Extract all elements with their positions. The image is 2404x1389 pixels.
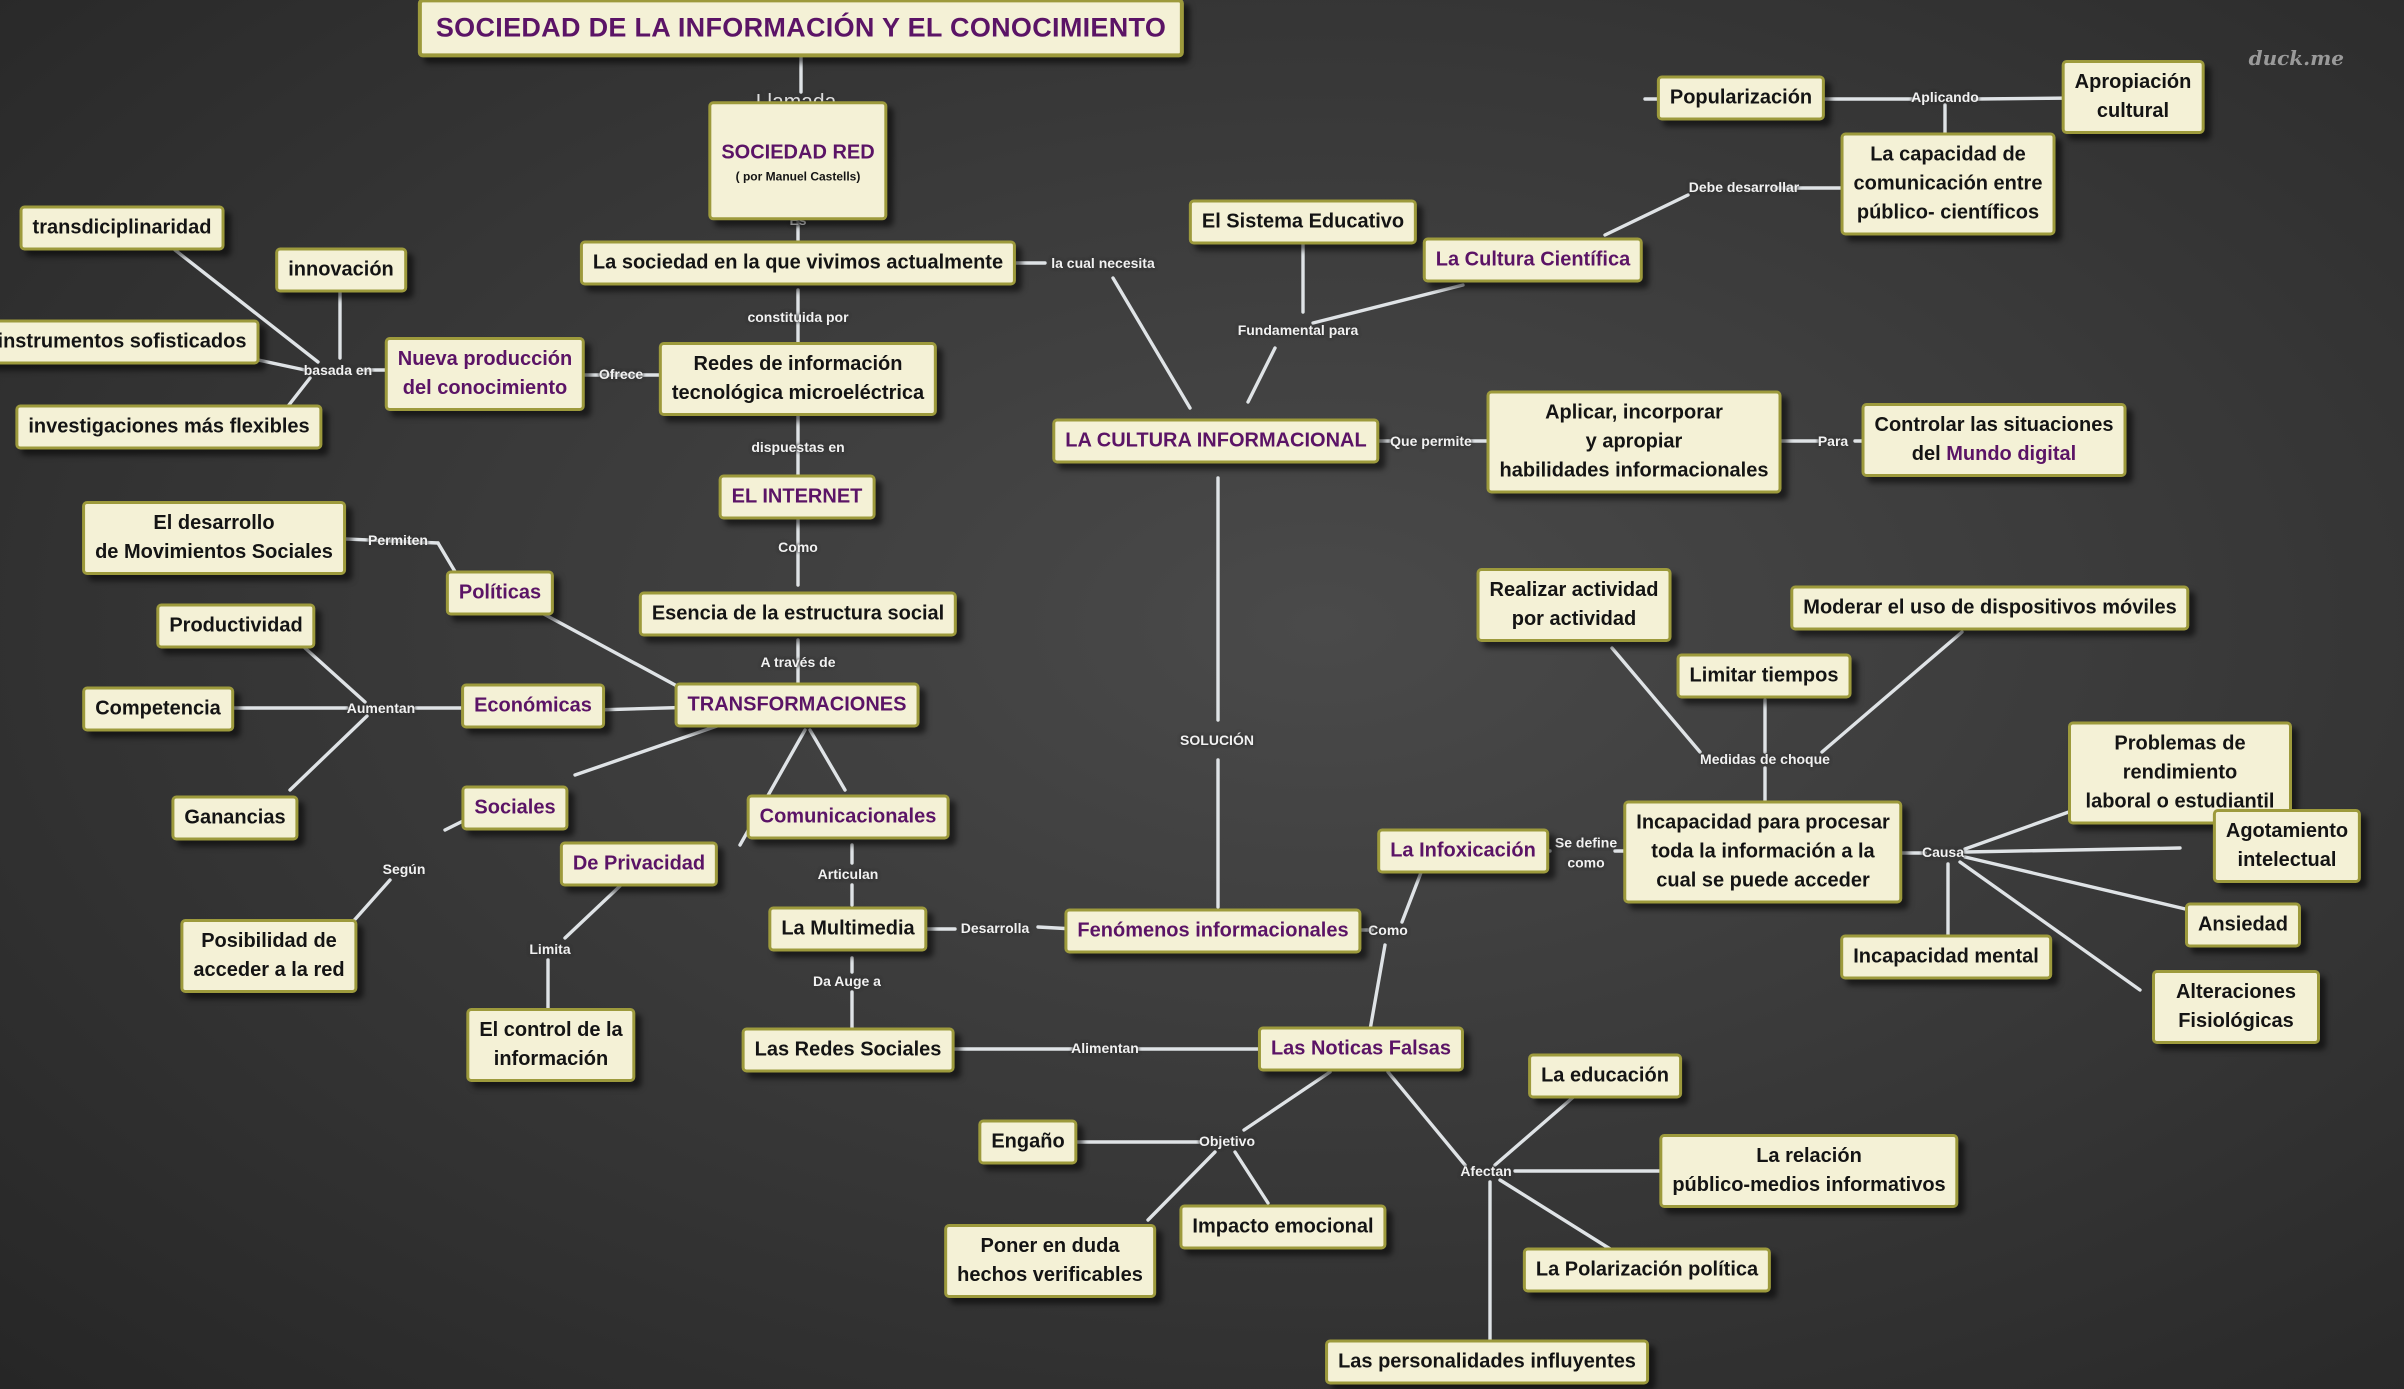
node-impacto-emocional[interactable]: Impacto emocional [1179,1204,1387,1250]
link-label-articulan: Articulan [817,866,879,883]
node-competencia[interactable]: Competencia [82,686,234,732]
link-label-limita: Limita [529,941,571,958]
link-label-basada-en: basada en [303,362,373,379]
link-label-objetivo: Objetivo [1198,1133,1256,1150]
link-label-debe-desarrollar: Debe desarrollar [1688,179,1800,196]
node-sociales[interactable]: Sociales [461,785,569,831]
node-sistema-educativo[interactable]: El Sistema Educativo [1188,199,1418,245]
node-innovacion[interactable]: innovación [275,247,407,293]
link-label-desarrolla: Desarrolla [960,920,1030,937]
link-label-se-define-como: Se define como [1554,834,1618,870]
node-movimientos-sociales[interactable]: El desarrollo de Movimientos Sociales [82,501,346,575]
node-sociedad-red[interactable]: SOCIEDAD RED ( por Manuel Castells) [708,101,888,221]
watermark-logo: duck.me [2248,46,2344,70]
node-infoxicacion[interactable]: La Infoxicación [1377,828,1549,874]
node-comunicacionales[interactable]: Comunicacionales [746,794,950,840]
link-label-permiten: Permiten [368,532,428,549]
link-label-solucion: SOLUCIÓN [1180,732,1254,749]
node-la-educacion[interactable]: La educación [1528,1053,1682,1099]
node-cultura-informacional[interactable]: LA CULTURA INFORMACIONAL [1052,418,1380,464]
link-label-ofrece: Ofrece [598,366,644,383]
link-label-causa: Causa [1921,844,1965,861]
link-label-a-traves-de: A través de [760,654,836,671]
link-label-afectan: Afectan [1460,1163,1512,1180]
node-polarizacion-politica[interactable]: La Polarización política [1522,1247,1772,1293]
node-fenomenos-informacionales[interactable]: Fenómenos informacionales [1064,908,1362,954]
node-agotamiento-intelectual[interactable]: Agotamiento intelectual [2212,809,2362,883]
node-limitar-tiempos[interactable]: Limitar tiempos [1676,653,1852,699]
link-label-aumentan: Aumentan [346,700,416,717]
node-posibilidad-acceder[interactable]: Posibilidad de acceder a la red [180,919,358,993]
node-instrumentos-sofisticados[interactable]: instrumentos sofisticados [0,319,260,365]
node-control-informacion[interactable]: El control de la información [466,1008,636,1082]
node-el-internet[interactable]: EL INTERNET [718,474,876,520]
link-label-como-2: Como [1368,922,1408,939]
node-multimedia[interactable]: La Multimedia [768,906,928,952]
node-privacidad[interactable]: De Privacidad [559,841,719,887]
node-politicas[interactable]: Políticas [445,570,555,616]
node-noticias-falsas[interactable]: Las Noticas Falsas [1257,1026,1465,1072]
node-apropiacion-cultural[interactable]: Apropiación cultural [2061,60,2205,134]
link-label-que-permite: Que permite [1390,433,1472,450]
node-ansiedad[interactable]: Ansiedad [2184,902,2302,948]
node-capacidad-comunicacion[interactable]: La capacidad de comunicación entre públi… [1840,132,2056,236]
node-sociedad-actual[interactable]: La sociedad en la que vivimos actualment… [579,240,1017,286]
node-moderar-dispositivos[interactable]: Moderar el uso de dispositivos móviles [1790,585,2190,631]
node-incapacidad-mental[interactable]: Incapacidad mental [1840,934,2052,980]
node-cultura-cientifica[interactable]: La Cultura Científica [1422,237,1644,283]
node-esencia-estructura-social[interactable]: Esencia de la estructura social [638,591,958,637]
link-label-constituida-por: constituida por [747,309,849,326]
node-mundo-digital-label: Mundo digital [1946,443,2077,465]
node-problemas-rendimiento[interactable]: Problemas de rendimiento laboral o estud… [2068,721,2292,825]
map-title: SOCIEDAD DE LA INFORMACIÓN Y EL CONOCIMI… [417,0,1185,58]
node-nueva-produccion[interactable]: Nueva producción del conocimiento [384,337,586,411]
link-label-alimentan: Alimentan [1071,1040,1139,1057]
node-sociedad-red-label: SOCIEDAD RED [721,141,875,164]
node-controlar-label: Controlar las situaciones del [1874,414,2114,465]
node-aplicar-habilidades[interactable]: Aplicar, incorporar y apropiar habilidad… [1486,390,1782,494]
link-label-la-cual-necesita: la cual necesita [1051,255,1155,272]
node-personalidades-influyentes[interactable]: Las personalidades influyentes [1325,1339,1649,1385]
node-transdisciplinariedad[interactable]: transdiciplinaridad [19,205,225,251]
node-economicas[interactable]: Económicas [461,683,605,729]
node-poner-en-duda[interactable]: Poner en duda hechos verificables [944,1224,1156,1298]
node-popularizacion[interactable]: Popularización [1656,75,1826,121]
link-label-medidas-de-choque: Medidas de choque [1700,751,1830,768]
node-redes-informacion[interactable]: Redes de información tecnológica microel… [658,342,938,416]
node-productividad[interactable]: Productividad [156,603,316,649]
node-ganancias[interactable]: Ganancias [171,795,299,841]
node-redes-sociales[interactable]: Las Redes Sociales [741,1027,955,1073]
node-realizar-actividad[interactable]: Realizar actividad por actividad [1476,568,1672,642]
node-engano[interactable]: Engaño [978,1119,1078,1165]
link-label-segun: Según [382,861,426,878]
node-investigaciones-flexibles[interactable]: investigaciones más flexibles [15,404,323,450]
node-relacion-publico-medios[interactable]: La relación público-medios informativos [1659,1134,1959,1208]
link-label-dispuestas-en: dispuestas en [751,439,845,456]
link-label-da-auge-a: Da Auge a [813,973,881,990]
node-transformaciones[interactable]: TRANSFORMACIONES [674,682,920,728]
node-sociedad-red-subtitle: ( por Manuel Castells) [735,169,861,184]
node-alteraciones-fisiologicas[interactable]: Alteraciones Fisiológicas [2152,970,2320,1044]
link-label-para: Para [1817,433,1849,450]
node-controlar-mundo-digital[interactable]: Controlar las situaciones del Mundo digi… [1861,403,2127,477]
link-label-fundamental-para: Fundamental para [1237,322,1359,339]
link-label-como: Como [778,539,818,556]
link-label-aplicando: Aplicando [1911,89,1979,106]
node-incapacidad-procesar[interactable]: Incapacidad para procesar toda la inform… [1623,800,1903,904]
